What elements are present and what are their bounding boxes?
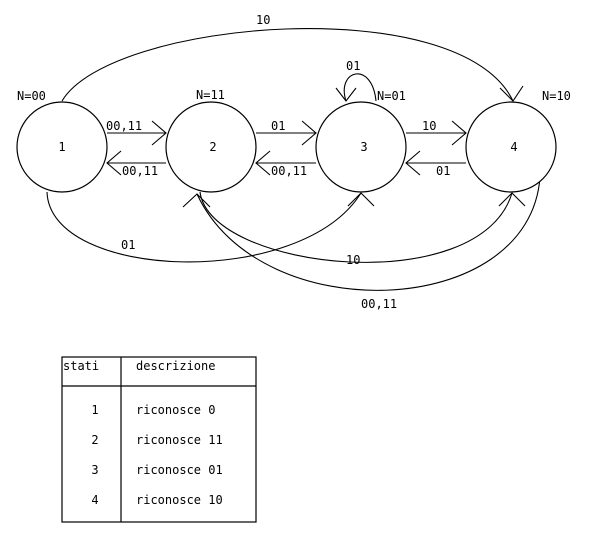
edge-label-1-to-2: 00,11 <box>106 119 142 133</box>
edge-label-2-to-3: 01 <box>271 119 285 133</box>
edge-1-to-4 <box>61 28 514 102</box>
arrowhead-1-to-3 <box>347 192 375 207</box>
state-node-2: 2 N=11 <box>165 88 257 193</box>
arrowhead-2-to-3 <box>301 120 317 146</box>
table-row: 4 riconosce 10 <box>91 493 222 507</box>
state-label-3: 3 <box>360 140 367 154</box>
table-header-descrizione: descrizione <box>136 359 215 373</box>
table-cell-stato: 4 <box>91 493 98 507</box>
state-label-2: 2 <box>209 140 216 154</box>
table-cell-descrizione: riconosce 10 <box>136 493 223 507</box>
state-circle-1 <box>16 101 108 193</box>
table-row: 2 riconosce 11 <box>91 433 222 447</box>
edge-label-3-to-2: 00,11 <box>271 164 307 178</box>
edge-label-3-self-loop: 01 <box>346 59 360 73</box>
table-border <box>61 356 257 523</box>
state-circle-4 <box>465 101 557 193</box>
edge-4-to-2 <box>196 176 541 291</box>
arrowhead-4-to-2 <box>182 193 211 208</box>
state-output-1: N=00 <box>17 89 46 103</box>
state-circle-3 <box>315 101 407 193</box>
table-cell-descrizione: riconosce 01 <box>136 463 223 477</box>
edge-label-4-to-3: 01 <box>436 164 450 178</box>
edge-3-self-loop <box>343 73 377 102</box>
state-node-1: 1 N=00 <box>16 89 108 193</box>
state-circle-2 <box>165 101 257 193</box>
table-cell-stato: 3 <box>91 463 98 477</box>
edge-label-2-to-1: 00,11 <box>122 164 158 178</box>
table-row: 3 riconosce 01 <box>91 463 222 477</box>
edge-label-1-to-3: 01 <box>121 238 135 252</box>
table-header-stati: stati <box>63 359 99 373</box>
edge-label-2-to-4: 10 <box>346 253 360 267</box>
states-table: stati descrizione 1 riconosce 0 2 ricono… <box>61 356 257 523</box>
arrowhead-1-to-4 <box>499 85 524 102</box>
table-row: 1 riconosce 0 <box>91 403 215 417</box>
arrowhead-3-self-loop <box>335 87 357 102</box>
edge-label-4-to-2: 00,11 <box>361 297 397 311</box>
state-output-2: N=11 <box>196 88 225 102</box>
state-node-3: 3 N=01 <box>315 89 407 193</box>
edge-1-to-3 <box>46 191 362 263</box>
table-cell-descrizione: riconosce 11 <box>136 433 223 447</box>
arrowhead-2-to-1 <box>106 150 122 176</box>
state-label-1: 1 <box>58 140 65 154</box>
state-output-4: N=10 <box>542 89 571 103</box>
arrowhead-3-to-4 <box>451 120 467 146</box>
arrowhead-4-to-3 <box>405 150 421 176</box>
state-node-4: 4 N=10 <box>465 89 571 193</box>
edge-label-1-to-4: 10 <box>256 13 270 27</box>
state-output-3: N=01 <box>377 89 406 103</box>
table-cell-stato: 2 <box>91 433 98 447</box>
arrowhead-2-to-4 <box>498 192 526 207</box>
state-label-4: 4 <box>510 140 517 154</box>
edge-2-to-4 <box>199 191 513 263</box>
arrowhead-1-to-2 <box>151 120 167 146</box>
table-cell-stato: 1 <box>91 403 98 417</box>
edge-label-3-to-4: 10 <box>422 119 436 133</box>
table-cell-descrizione: riconosce 0 <box>136 403 215 417</box>
arrowhead-3-to-2 <box>255 150 271 176</box>
